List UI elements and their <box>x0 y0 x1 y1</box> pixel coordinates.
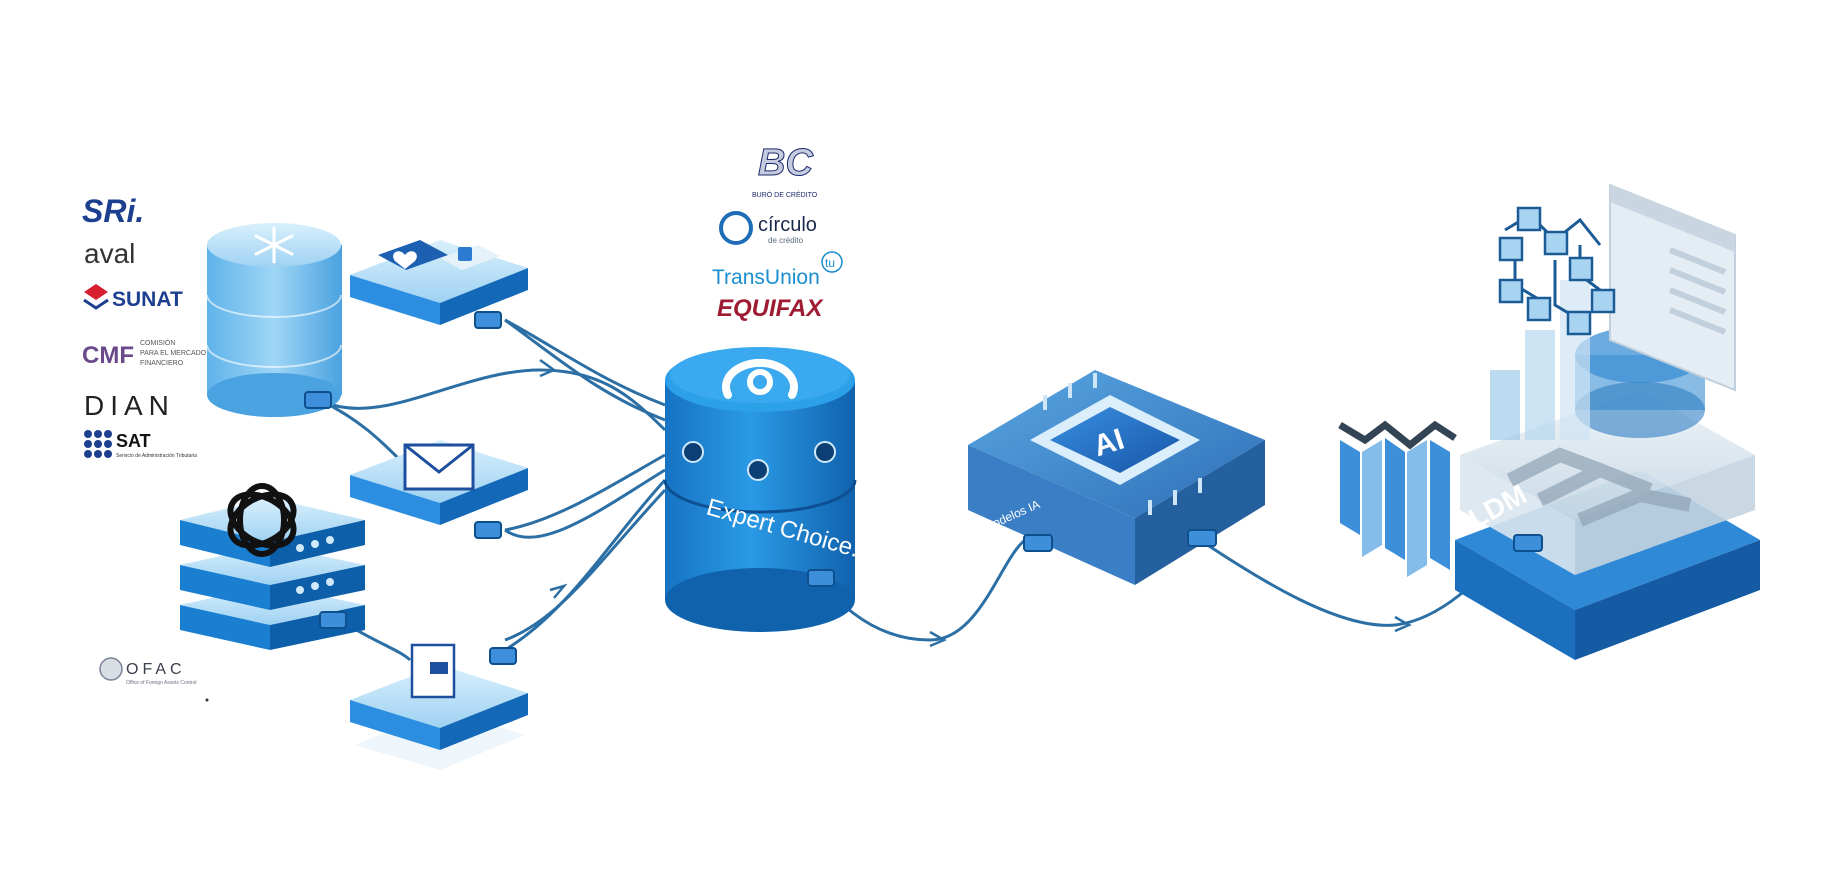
line-file-to-core <box>504 478 667 652</box>
connector-port <box>474 311 502 329</box>
decision-tree-nodes <box>1498 206 1616 336</box>
circuit-traces <box>1506 447 1692 527</box>
flow-arrows <box>539 358 1412 648</box>
connector-port <box>304 391 332 409</box>
transunion-text: TransUnion <box>712 266 820 289</box>
dashboard-panel <box>1609 183 1736 392</box>
equifax-logo: EQUIFAX <box>717 295 824 322</box>
bc-subtitle: BURÓ DE CRÉDITO <box>752 190 818 199</box>
mail-plate <box>350 440 528 539</box>
chip-pins <box>1043 373 1202 515</box>
document-icon <box>410 643 456 699</box>
ofac-text: OFAC <box>126 661 186 678</box>
ofac-subtitle: Office of Foreign Assets Control <box>126 680 197 686</box>
ai-chip-block: AI Modelos IA <box>968 370 1265 585</box>
connector-port <box>1023 534 1053 552</box>
dian-logo: DIAN <box>84 390 175 421</box>
sat-subtitle: Servicio de Administración Tributaria <box>116 453 197 459</box>
thumbs-up-icon <box>440 245 500 270</box>
sat-text: SAT <box>116 431 151 451</box>
sat-dots-icon <box>84 430 112 458</box>
transunion-logo: TransUnion tu <box>712 251 843 289</box>
aval-logo: aval <box>84 238 135 269</box>
bureau-logos: BC BURÓ DE CRÉDITO círculo de crédito Tr… <box>712 142 843 322</box>
line-core-to-ai <box>818 538 1026 642</box>
connector-port <box>807 569 835 587</box>
sat-logo: SAT Servicio de Administración Tributari… <box>84 430 197 459</box>
line-social-to-core <box>504 318 666 407</box>
ldm-stack: LDM <box>1455 183 1760 660</box>
cmf-sub-1: COMISIÓN <box>140 338 175 347</box>
database-cylinder <box>206 223 342 417</box>
line-mail-to-core <box>504 453 666 532</box>
file-plate <box>350 643 528 770</box>
line-db-to-mail <box>319 398 402 462</box>
sunat-text: SUNAT <box>112 288 183 311</box>
envelope-icon <box>403 443 475 491</box>
connection-lines <box>319 318 1517 662</box>
snowflake-icon <box>254 226 294 264</box>
ofac-logo: OFAC Office of Foreign Assets Control <box>99 657 209 702</box>
heart-icon <box>378 240 448 270</box>
cmf-sub-2: PARA EL MERCADO <box>140 350 207 357</box>
circulo-text: círculo <box>758 214 817 236</box>
server-stack <box>180 483 365 650</box>
regulator-logos: SRi. aval SUNAT CMF COMISIÓN PARA EL MER… <box>82 193 209 702</box>
connector-port <box>474 521 502 539</box>
line-mail-to-core-2 <box>504 468 666 539</box>
cmf-sub-3: FINANCIERO <box>140 360 184 367</box>
bc-mark: BC <box>758 142 813 184</box>
sunat-logo: SUNAT <box>83 284 183 311</box>
circulo-de-credito-logo: círculo de crédito <box>719 211 817 245</box>
connector-port <box>1513 534 1543 552</box>
openai-icon <box>227 483 297 557</box>
cmf-logo: CMF COMISIÓN PARA EL MERCADO FINANCIERO <box>82 338 207 369</box>
expert-choice-core: Expert Choice. <box>663 347 862 632</box>
connector-port <box>489 647 517 665</box>
line-file-to-core-2 <box>504 488 667 642</box>
connector-port <box>1187 529 1217 547</box>
buro-de-credito-logo: BC BURÓ DE CRÉDITO <box>752 142 818 200</box>
circulo-subtitle: de crédito <box>768 236 804 245</box>
cmf-text: CMF <box>82 342 134 369</box>
sri-logo: SRi. <box>82 193 144 229</box>
line-db-to-core <box>319 368 667 432</box>
expert-choice-logo-icon <box>722 358 798 399</box>
connector-port <box>319 611 347 629</box>
social-media-plate <box>350 240 528 329</box>
trend-chart-icon <box>1338 420 1457 577</box>
transunion-mark: tu <box>825 256 835 270</box>
